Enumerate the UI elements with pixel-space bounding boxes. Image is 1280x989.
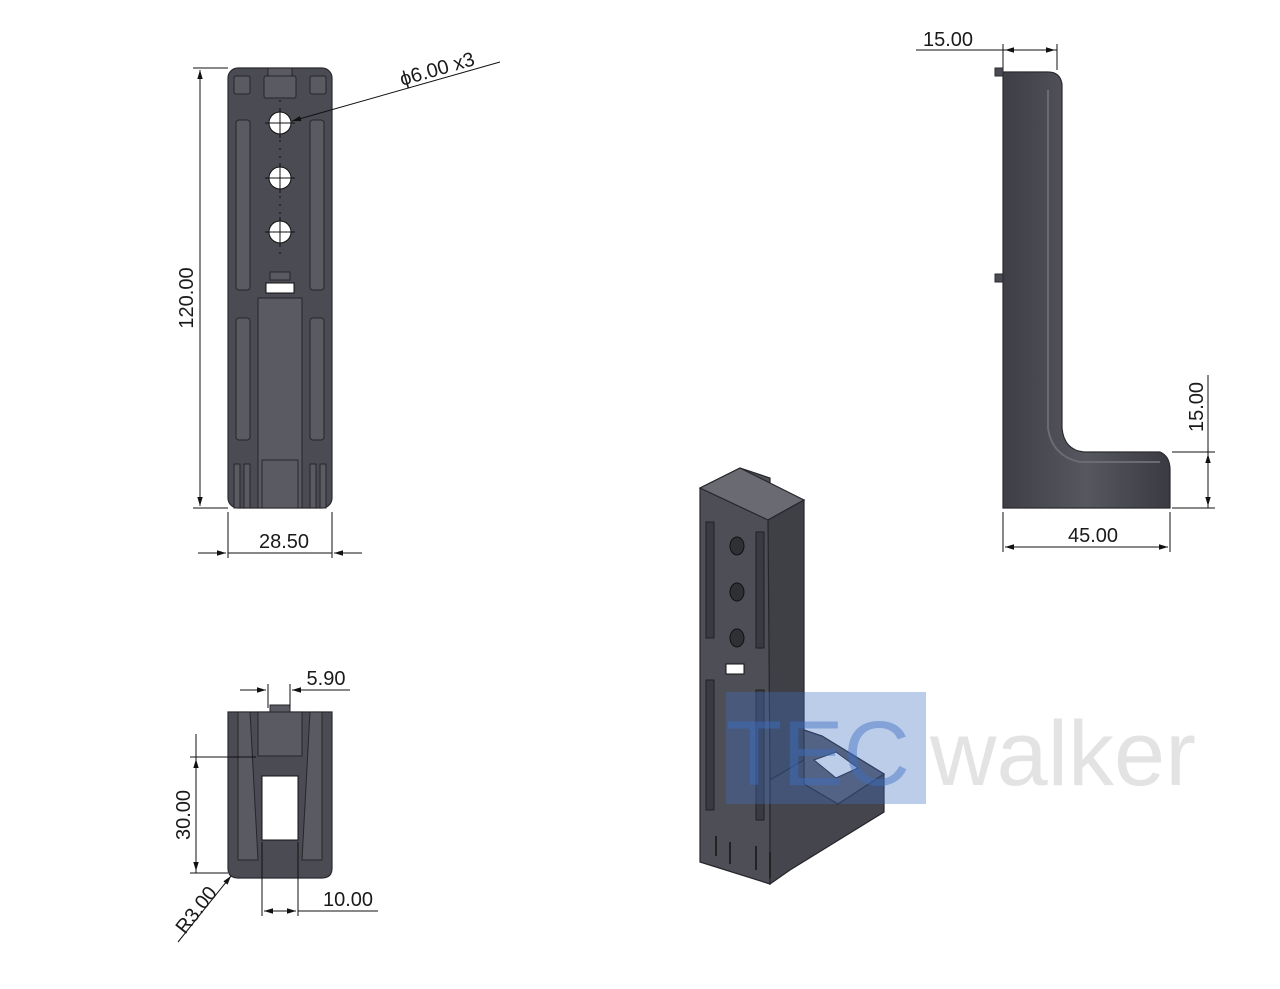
iso-slot-right-lower	[755, 689, 765, 821]
side-top-lip	[994, 67, 1004, 77]
bottom-view: 5.90 30.00 10.00 R3.00	[172, 668, 378, 943]
dimension-height-front: 120.00	[176, 67, 228, 509]
front-pocket-center	[263, 75, 297, 99]
side-view-body	[1002, 71, 1171, 509]
iso-bottom-fins	[715, 836, 771, 878]
dim-r3: R3.00	[172, 882, 222, 938]
front-view: 120.00 28.50 ϕ6.00 x3	[176, 48, 501, 558]
front-top-tab	[267, 67, 293, 77]
dim-28-50: 28.50	[259, 531, 309, 553]
dim-10: 10.00	[323, 889, 373, 911]
iso-slot-left-upper	[705, 521, 715, 639]
front-channel-base	[261, 459, 299, 509]
front-center-window	[265, 282, 295, 294]
watermark-logo: TEC walker	[726, 692, 1196, 805]
iso-hole-1	[729, 536, 745, 556]
dimension-foot-height: 15.00	[1172, 375, 1215, 509]
front-channel	[257, 297, 303, 509]
bottom-rib-right	[301, 711, 323, 861]
dim-hole: ϕ6.00 x3	[397, 48, 477, 90]
dimension-window-width: 10.00	[261, 842, 378, 916]
watermark-prefix: TEC	[726, 703, 910, 805]
front-pocket-left	[233, 75, 251, 95]
dim-15-right: 15.00	[1186, 382, 1208, 432]
iso-center-window	[725, 663, 745, 675]
bottom-window	[261, 775, 299, 841]
front-holes	[265, 100, 295, 260]
iso-slot-right-upper	[755, 531, 765, 649]
dim-15-top: 15.00	[923, 29, 973, 51]
side-mid-lip	[994, 273, 1004, 283]
bottom-tab-pocket	[257, 711, 303, 757]
dim-120: 120.00	[176, 267, 198, 328]
side-view: 15.00 15.00 45.00	[916, 29, 1215, 552]
front-pocket-right	[309, 75, 327, 95]
dimension-radius: R3.00	[172, 875, 232, 943]
watermark-box	[726, 692, 926, 804]
watermark-suffix: walker	[929, 703, 1196, 805]
dimension-bottom-depth: 30.00	[173, 734, 256, 874]
side-view-fillet-edge	[1047, 90, 1160, 463]
front-slot-left-lower	[235, 317, 251, 441]
hole-centerlines	[265, 100, 295, 260]
dim-45: 45.00	[1068, 525, 1118, 547]
dimension-tab-width: 5.90	[240, 668, 350, 708]
dim-30: 30.00	[173, 790, 195, 840]
iso-hole-2	[729, 582, 745, 602]
front-center-tab	[269, 271, 291, 281]
front-bottom-fins	[233, 463, 327, 509]
front-slot-left-upper	[235, 119, 251, 291]
dimension-width-front: 28.50	[198, 512, 362, 558]
iso-hole-3	[729, 628, 745, 648]
iso-foot-window	[813, 751, 859, 779]
iso-slot-left-lower	[705, 679, 715, 811]
dimension-top-thickness: 15.00	[916, 29, 1058, 70]
dim-5-90: 5.90	[307, 668, 346, 690]
front-slot-right-lower	[309, 317, 325, 441]
bottom-rib-left	[237, 711, 259, 861]
isometric-view	[698, 467, 886, 886]
front-slot-right-upper	[309, 119, 325, 291]
dimension-foot-length: 45.00	[1002, 512, 1171, 552]
